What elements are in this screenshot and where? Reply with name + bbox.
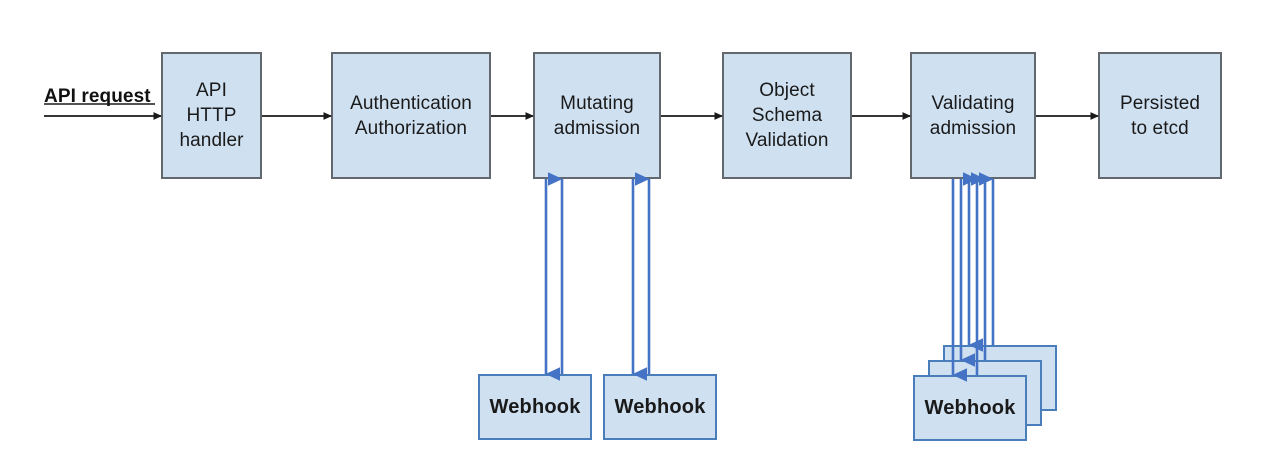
stage-label: API HTTP handler bbox=[179, 80, 244, 151]
api-request-label: API request bbox=[44, 86, 151, 107]
stage-box-api-http-handler: API HTTP handler bbox=[161, 52, 262, 179]
stage-box-object-schema-validation: Object Schema Validation bbox=[722, 52, 852, 179]
stage-label: Object Schema Validation bbox=[745, 80, 829, 151]
webhook-arrows bbox=[544, 172, 995, 382]
webhook-box-mutating-webhook-2: Webhook bbox=[603, 374, 717, 440]
stage-label: Mutating admission bbox=[553, 92, 641, 139]
stage-box-authn-authz: Authentication Authorization bbox=[331, 52, 491, 179]
stage-box-persisted-to-etcd: Persisted to etcd bbox=[1098, 52, 1222, 179]
webhook-box-validating-webhook-stack-front: Webhook bbox=[913, 375, 1027, 441]
webhook-label: Webhook bbox=[489, 395, 581, 418]
webhook-box-mutating-webhook-1: Webhook bbox=[478, 374, 592, 440]
webhook-label: Webhook bbox=[924, 396, 1016, 419]
stage-label: Persisted to etcd bbox=[1119, 92, 1201, 139]
webhook-label: Webhook bbox=[614, 395, 706, 418]
stage-label: Authentication Authorization bbox=[350, 92, 472, 139]
stage-box-mutating-admission: Mutating admission bbox=[533, 52, 661, 179]
stage-box-validating-admission: Validating admission bbox=[910, 52, 1036, 179]
stage-label: Validating admission bbox=[929, 92, 1017, 139]
